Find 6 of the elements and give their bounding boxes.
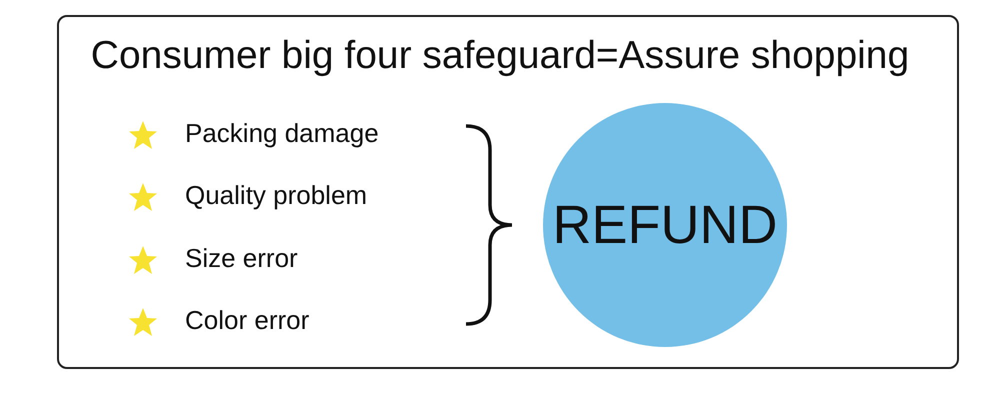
title: Consumer big four safeguard=Assure shopping [90, 34, 910, 78]
list-item: Color error [185, 305, 310, 336]
list-item: Quality problem [185, 180, 368, 211]
list-item: Packing damage [185, 118, 379, 149]
refund-text: REFUND [552, 194, 778, 256]
list-item: Size error [185, 243, 298, 274]
